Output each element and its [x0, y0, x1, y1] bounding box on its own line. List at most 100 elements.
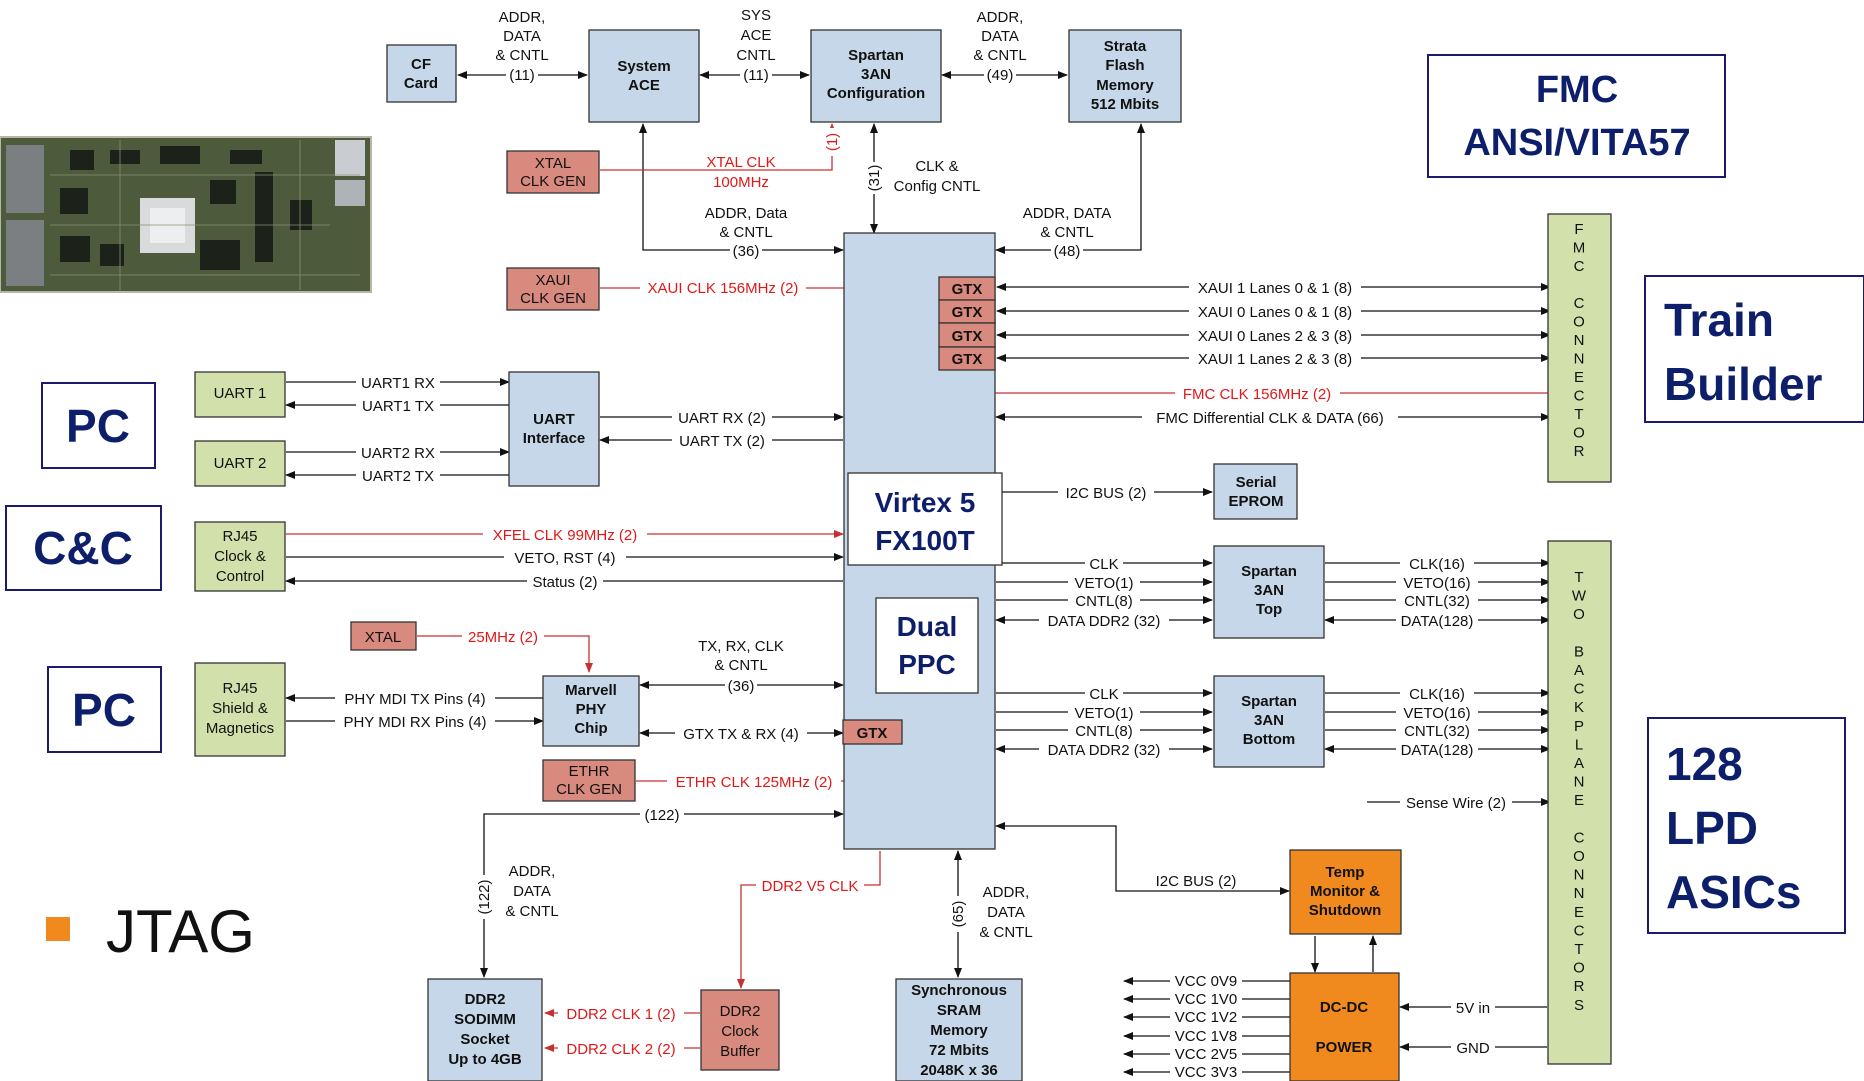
fmc-std-line-1: FMC [1536, 69, 1618, 111]
phy-vx-l1: TX, RX, CLK [698, 638, 784, 655]
top-r-cntl-label: CNTL(32) [1404, 593, 1470, 610]
uart-interface-line-2: Interface [523, 430, 586, 447]
sram-line-3: Memory [930, 1022, 988, 1039]
system-ace-block: System ACE [589, 30, 699, 122]
clkbuf-line-1: DDR2 [720, 1003, 761, 1020]
xaui-clk-label: XAUI CLK 156MHz (2) [648, 280, 799, 297]
sram-line-4: 72 Mbits [929, 1042, 989, 1059]
cc-label: C&C [33, 522, 133, 574]
sram-addr-l2: DATA [987, 904, 1025, 921]
spartan-config-line-1: Spartan [848, 47, 904, 64]
uart-tx-label: UART TX (2) [679, 433, 765, 450]
config-l1: CLK & [915, 158, 958, 175]
ace-sp-l3: CNTL [736, 47, 775, 64]
sram-line-5: 2048K x 36 [920, 1062, 998, 1079]
bot-clk-label: CLK [1089, 686, 1118, 703]
ddr2-addr-l1: ADDR, [509, 863, 556, 880]
virtex-line-2: FX100T [875, 525, 975, 556]
ace-sp-l4: (11) [743, 67, 769, 84]
strata-flash-line-3: Memory [1096, 77, 1154, 94]
bot-r-clk-label: CLK(16) [1409, 686, 1465, 703]
sp-fl-l4: (49) [987, 67, 1014, 84]
bot-veto-label: VETO(1) [1075, 705, 1134, 722]
vcc-0v9: VCC 0V9 [1175, 973, 1238, 990]
ethr-line-1: ETHR [569, 763, 610, 780]
gtx-stack: GTX GTX GTX GTX [939, 277, 995, 370]
rj45-cc-line-2: Clock & [214, 548, 266, 565]
fmc-clk-label: FMC CLK 156MHz (2) [1183, 386, 1331, 403]
xtal-clk-width: (1) [824, 133, 841, 151]
eprom-line-2: EPROM [1228, 493, 1283, 510]
gtx-ethernet-block: GTX [843, 720, 902, 744]
dcdc-line-2: POWER [1316, 1039, 1373, 1056]
ace-vx-l1: ADDR, Data [705, 205, 788, 222]
serial-eprom-block: Serial EPROM [1214, 464, 1297, 519]
strata-flash-line-2: Flash [1105, 57, 1144, 74]
xaui-lane-4: XAUI 1 Lanes 2 & 3 (8) [1198, 351, 1352, 368]
config-width: (31) [866, 165, 883, 192]
ddr2-clock-buffer-block: DDR2 Clock Buffer [701, 990, 779, 1070]
gtx-label-2: GTX [952, 304, 983, 321]
eprom-line-1: Serial [1236, 474, 1277, 491]
spartan-top-block: Spartan 3AN Top [1214, 546, 1324, 638]
marvell-line-3: Chip [574, 720, 607, 737]
xtal-25-label: 25MHz (2) [468, 629, 538, 646]
status-label: Status (2) [532, 574, 597, 591]
rj45-shield-line-3: Magnetics [206, 720, 274, 737]
lpd-line-3: ASICs [1666, 866, 1801, 918]
rj45-cc-line-1: RJ45 [222, 528, 257, 545]
top-r-veto-label: VETO(16) [1403, 575, 1470, 592]
vcc-1v0: VCC 1V0 [1175, 991, 1238, 1008]
temp-line-2: Monitor & [1310, 883, 1380, 900]
uart2-rx-label: UART2 RX [361, 445, 435, 462]
cf-ace-l2: DATA [503, 28, 541, 45]
marvell-phy-block: Marvell PHY Chip [543, 676, 639, 746]
gtx-label-4: GTX [952, 351, 983, 368]
phy-rx-label: PHY MDI RX Pins (4) [343, 714, 486, 731]
vcc-1v2: VCC 1V2 [1175, 1009, 1238, 1026]
fmc-standard-callout: FMC ANSI/VITA57 [1428, 55, 1725, 177]
xtal-clk-gen-block: XTAL CLK GEN [507, 151, 599, 193]
ace-vx-l2: & CNTL [719, 224, 772, 241]
fmc-diff-label: FMC Differential CLK & DATA (66) [1156, 410, 1384, 427]
xaui-clk-gen-line-2: CLK GEN [520, 290, 586, 307]
cf-ace-l4: (11) [509, 67, 535, 84]
cc-callout: C&C [6, 506, 161, 590]
top-clk-label: CLK [1089, 556, 1118, 573]
dual-ppc-line-1: Dual [897, 611, 958, 642]
uart-interface-line-1: UART [533, 411, 575, 428]
spartan-config-line-3: Configuration [827, 85, 925, 102]
system-ace-line-2: ACE [628, 77, 660, 94]
spartan-bottom-line-3: Bottom [1243, 731, 1296, 748]
cf-ace-l3: & CNTL [495, 47, 548, 64]
bot-cntl-label: CNTL(8) [1075, 723, 1133, 740]
dcdc-power-block: DC-DC POWER [1290, 973, 1399, 1081]
bullet-square-icon [46, 917, 70, 941]
sram-line-2: SRAM [937, 1002, 981, 1019]
ddr2-clk1-label: DDR2 CLK 1 (2) [566, 1006, 675, 1023]
train-builder-line-1: Train [1664, 294, 1774, 346]
spartan-bottom-line-2: 3AN [1254, 712, 1284, 729]
vcc-3v3: VCC 3V3 [1175, 1064, 1238, 1081]
temp-monitor-block: Temp Monitor & Shutdown [1290, 850, 1401, 934]
train-builder-callout: Train Builder [1645, 276, 1864, 422]
dual-ppc-line-2: PPC [898, 649, 956, 680]
jtag-label: JTAG [106, 898, 255, 965]
xtal-clk-gen-line-2: CLK GEN [520, 173, 586, 190]
xtal-label: XTAL [365, 629, 401, 646]
ace-sp-l1: SYS [741, 7, 771, 24]
sram-addr-l1: ADDR, [983, 884, 1030, 901]
spartan-bottom-line-1: Spartan [1241, 693, 1297, 710]
fl-vx-l3: (48) [1054, 243, 1081, 260]
xtal-clk-l1: XTAL CLK [706, 154, 775, 171]
top-cntl-label: CNTL(8) [1075, 593, 1133, 610]
xaui-lane-3: XAUI 0 Lanes 2 & 3 (8) [1198, 328, 1352, 345]
spartan-config-line-2: 3AN [861, 66, 891, 83]
top-veto-label: VETO(1) [1075, 575, 1134, 592]
fl-vx-l1: ADDR, DATA [1023, 205, 1112, 222]
gtx-label-5: GTX [857, 725, 888, 742]
pc-top-label: PC [66, 400, 130, 452]
